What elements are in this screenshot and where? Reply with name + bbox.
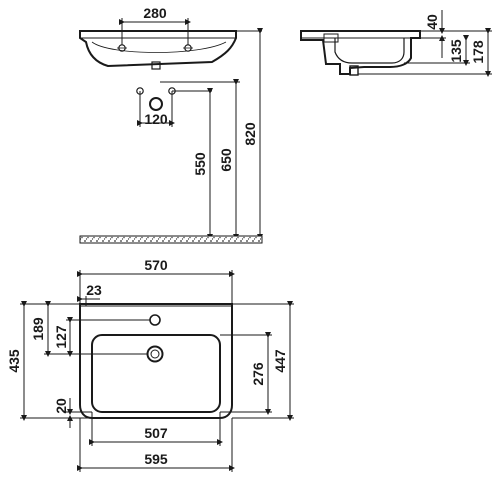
dim-435-label: 435 [6,349,22,373]
drain-outlet [151,61,161,70]
dim-178-label: 178 [470,40,486,64]
plan-tap-hole [149,314,161,326]
dim-447-label: 447 [272,349,288,373]
dim-280-label: 280 [143,5,167,21]
dim-120-label: 120 [144,111,168,127]
basin-front-outline [79,30,237,68]
dim-40-label: 40 [424,14,440,30]
bowl-outline [91,334,221,413]
dim-570-label: 570 [144,257,168,273]
dim-507-label: 507 [144,425,168,441]
dim-820-label: 820 [242,122,258,146]
dim-135-label: 135 [448,39,464,63]
dim-595-label: 595 [144,451,168,467]
side-section: 40 135 178 [300,10,492,77]
plan-drain [146,345,164,363]
basin-side-outline [300,30,421,75]
dim-127-label: 127 [53,325,69,349]
water-supply: 120 [136,87,176,127]
dim-20-label: 20 [53,398,69,414]
front-elevation: 280 120 550 650 820 [79,5,263,244]
dim-550-label: 550 [192,152,208,176]
dim-650-label: 650 [218,148,234,172]
dim-23-label: 23 [86,282,102,298]
dim-276-label: 276 [250,362,266,386]
dim-189-label: 189 [30,317,46,341]
plan-view: 570 23 435 189 127 20 276 447 [6,257,294,472]
floor-counter [79,235,263,244]
